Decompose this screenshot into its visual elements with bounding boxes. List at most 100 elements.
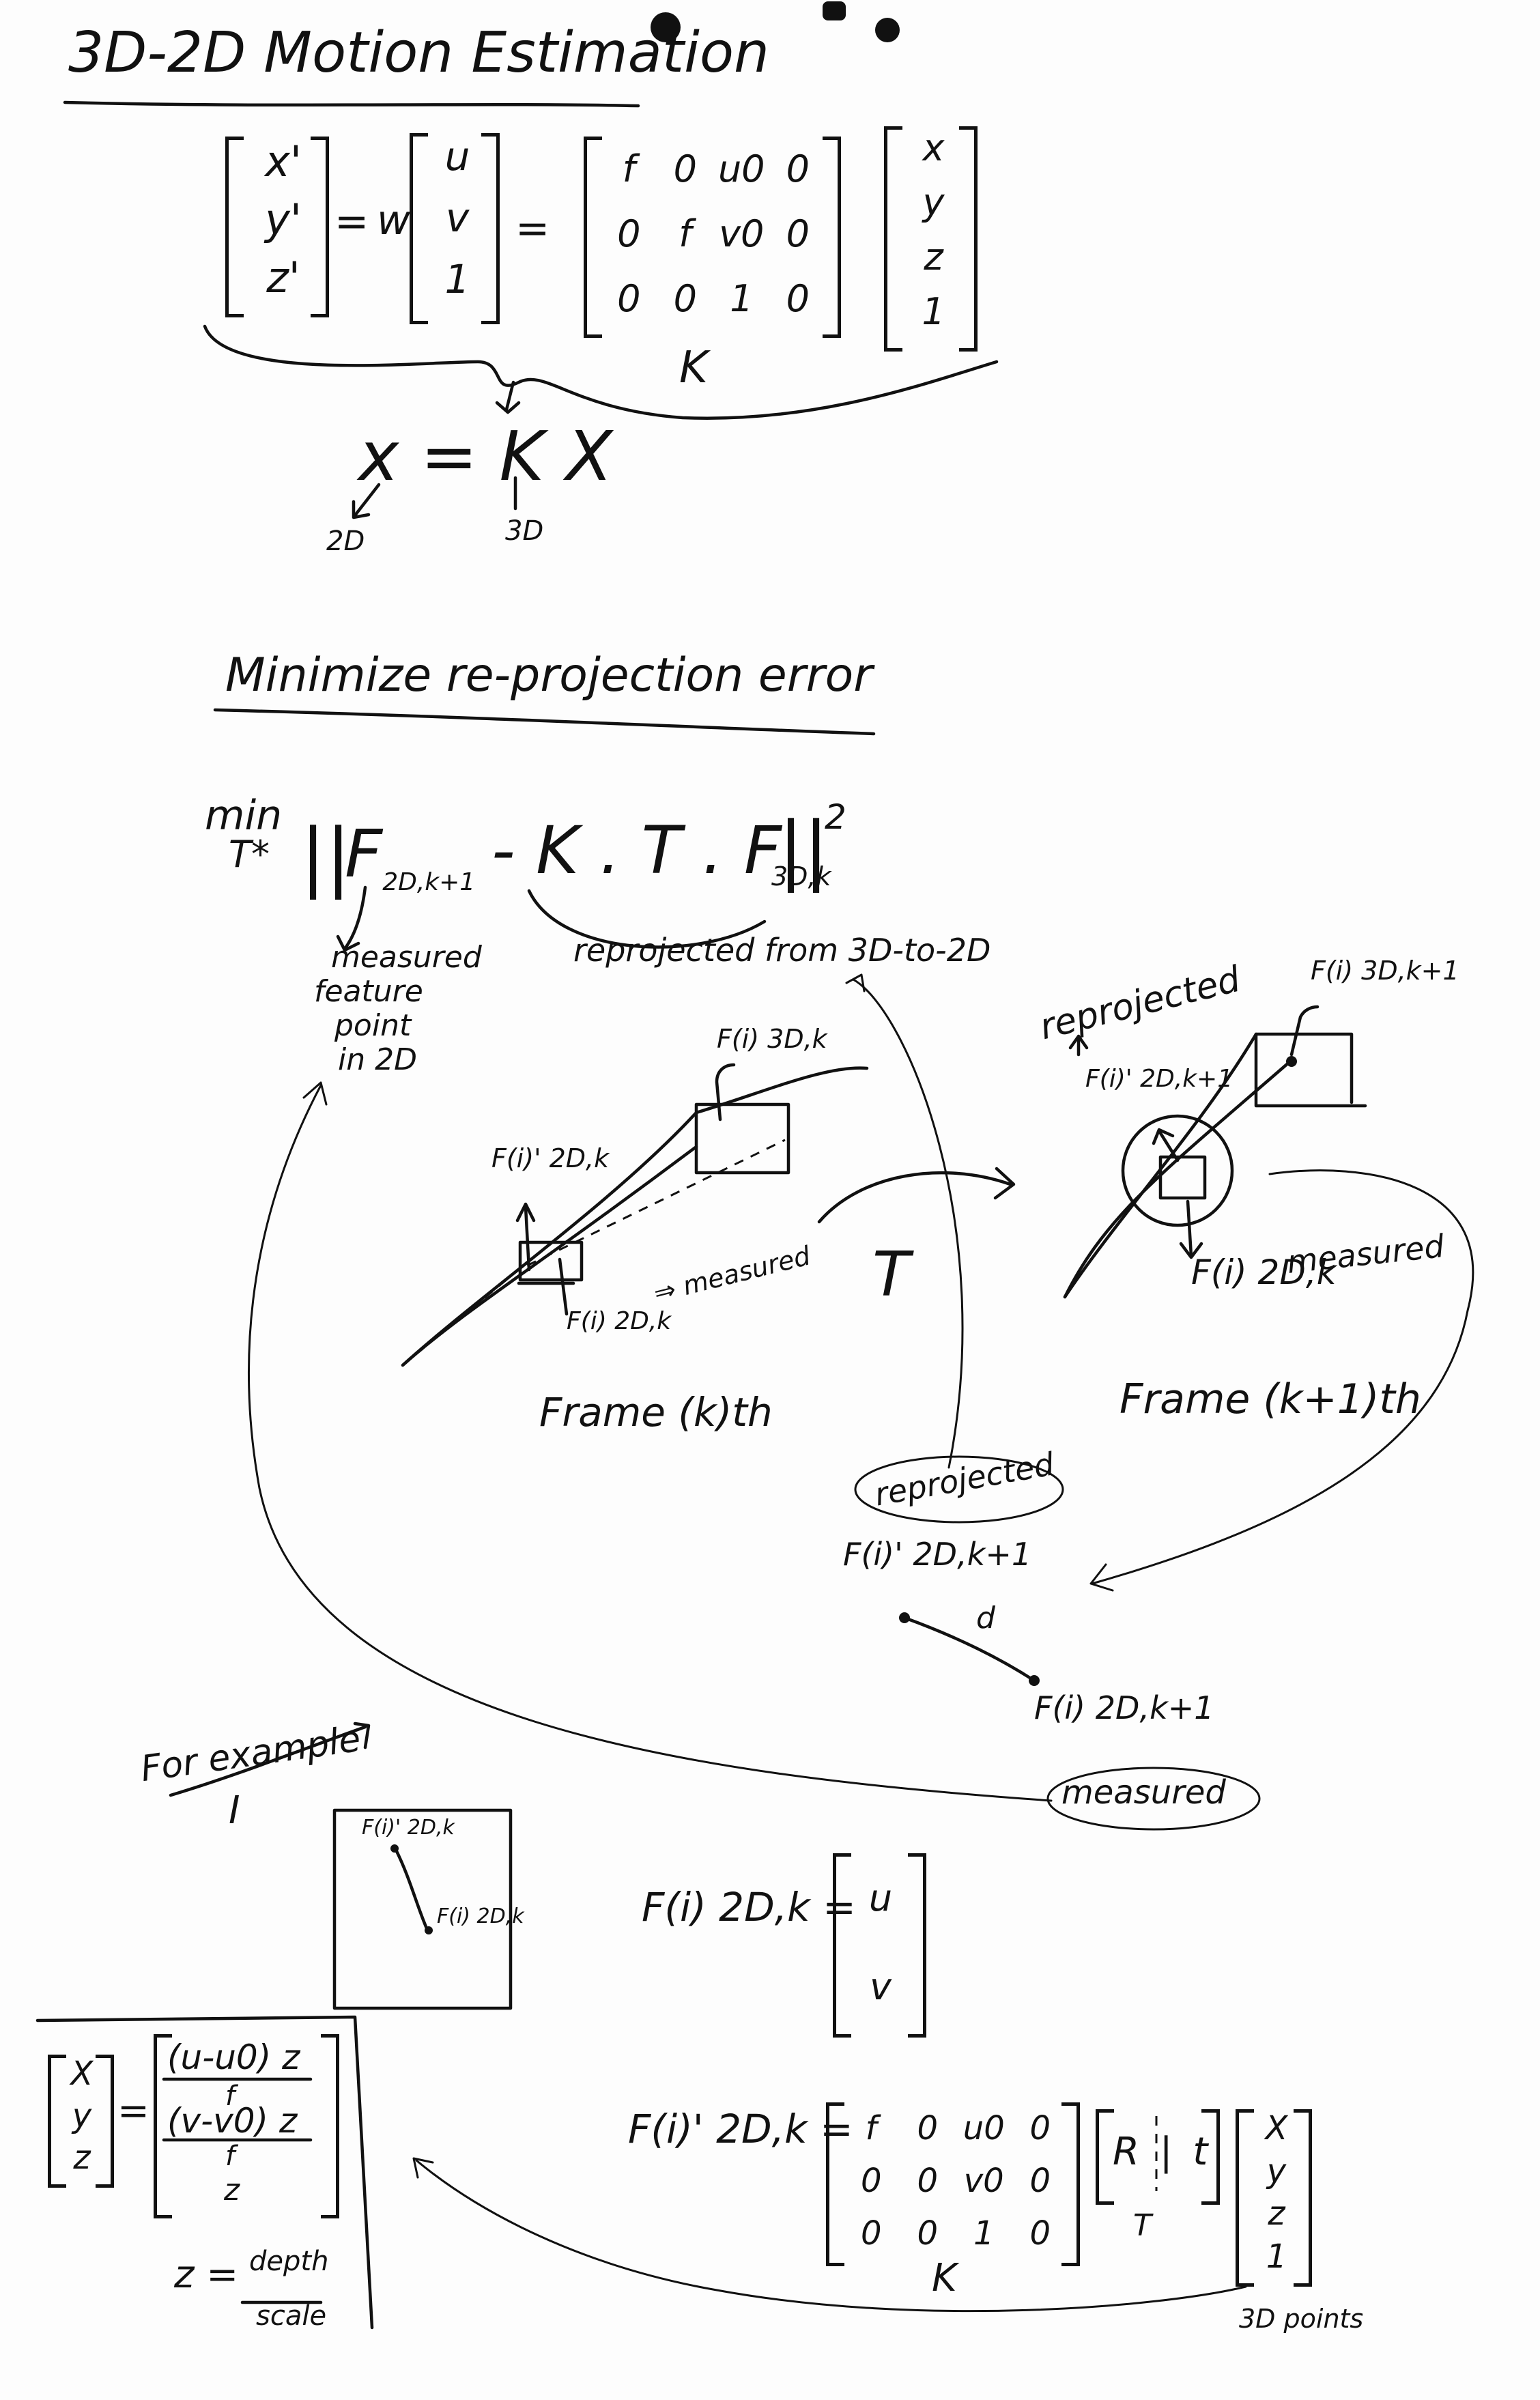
note-line: in 2D — [338, 1042, 417, 1077]
vector-entry: z — [1268, 2195, 1285, 2233]
points-label: 3D points — [1239, 2304, 1364, 2334]
f3d-label: F(i) 3D,k — [717, 1024, 827, 1054]
f2d-measured-label: F(i) 2D,k — [1191, 1253, 1337, 1292]
label-2d: 2D — [326, 526, 365, 557]
equals-sign: = — [334, 198, 369, 246]
note-line: feature — [314, 974, 423, 1009]
measured-note: measured feature point in 2D — [314, 940, 482, 1077]
row1-denominator: f — [225, 2081, 236, 2112]
vector-entry: z — [924, 235, 943, 278]
vector-entry: x — [922, 126, 945, 169]
vector-entry: z' — [266, 253, 300, 302]
f2d-measured-label: F(i) 2D,k — [567, 1307, 672, 1335]
image-label: I — [229, 1788, 240, 1833]
k-label: K — [679, 343, 708, 393]
intrinsic-matrix: f 0 u0 0 0 0 v0 0 0 0 1 0 — [843, 2102, 1068, 2259]
vector-entry: u — [868, 1876, 893, 1919]
matrix-cell: 0 — [673, 277, 697, 320]
intrinsic-matrix: f 0 u0 0 0 f v0 0 0 0 1 0 — [601, 137, 826, 331]
scale-w: w — [377, 197, 411, 244]
bracket-right — [908, 1853, 926, 2038]
f3d-label: F(i) 3D,k+1 — [1311, 956, 1459, 986]
label-3d: 3D — [505, 515, 544, 547]
bracket-left — [1236, 2109, 1254, 2287]
f2d-prime-label: F(i)' 2D,k+1 — [1085, 1065, 1234, 1093]
point-label: F(i)' 2D,k — [362, 1816, 455, 1840]
matrix-cell: 0 — [860, 2214, 882, 2253]
vector-entry: u — [444, 133, 470, 180]
matrix-cell: 0 — [860, 2161, 882, 2200]
vector-entry: y — [72, 2096, 92, 2135]
reproj-lhs: F(i)' 2D,k = — [628, 2106, 853, 2152]
matrix-cell: 0 — [1029, 2214, 1051, 2253]
bracket-right — [823, 137, 841, 338]
xyz-vector: x y z 1 — [901, 126, 966, 345]
depth-note-num: depth — [249, 2246, 329, 2277]
vector-entry: v — [870, 1965, 892, 2008]
matrix-cell: f — [679, 212, 692, 255]
subscript: 3D,k — [771, 861, 831, 891]
section-title: Minimize re-projection error — [225, 648, 873, 702]
vector-entry: 1 — [1266, 2237, 1287, 2276]
row2-denominator: f — [225, 2141, 236, 2172]
subscript: 2D,k+1 — [382, 868, 476, 897]
argmin-variable: T* — [229, 833, 270, 876]
matrix-cell: 0 — [917, 2161, 939, 2200]
bracket-right — [959, 126, 978, 352]
norm-open: || — [300, 812, 352, 900]
t-label: T — [1133, 2208, 1152, 2243]
bracket-left — [1096, 2109, 1114, 2205]
matrix-cell: 0 — [1029, 2161, 1051, 2200]
matrix-cell: v0 — [719, 212, 765, 255]
min-operator: min — [205, 792, 283, 840]
distance-label: d — [976, 1601, 995, 1635]
objective-mid: - K . T . F — [491, 812, 782, 889]
vector-entry: y' — [265, 195, 302, 244]
uv-lhs: F(i) 2D,k = — [642, 1884, 856, 1930]
depth-note-den: scale — [256, 2300, 327, 2332]
depth-note-lhs: z = — [174, 2253, 239, 2297]
equals-sign: = — [117, 2089, 149, 2133]
row1-numerator: (u-u0) z — [167, 2038, 300, 2077]
bracket-right — [1294, 2109, 1312, 2287]
matrix-cell: 0 — [617, 277, 641, 320]
matrix-cell: 0 — [786, 277, 810, 320]
transform-label: T — [872, 1239, 910, 1311]
f2d-prime-label: F(i)' 2D,k — [491, 1143, 610, 1173]
matrix-cell: v0 — [963, 2161, 1004, 2200]
backproj-lhs: X y z — [61, 2055, 102, 2181]
bracket-right — [1201, 2109, 1220, 2205]
note-line: measured — [331, 940, 482, 975]
uv-vector: u v 1 — [427, 133, 488, 317]
matrix-cell: 0 — [673, 147, 697, 190]
bracket-left — [833, 1853, 851, 2038]
row2-numerator: (v-v0) z — [167, 2101, 298, 2141]
vector-entry: X — [1265, 2109, 1288, 2147]
equals-sign: = — [515, 205, 550, 253]
matrix-cell: f — [622, 147, 636, 190]
k-label: K — [932, 2256, 957, 2300]
bracket-right — [481, 133, 500, 324]
vector-entry: y — [1266, 2152, 1287, 2190]
symbol-f: F — [345, 816, 383, 892]
reprojected-note: reprojected from 3D-to-2D — [573, 932, 991, 969]
bracket-right — [96, 2055, 114, 2188]
matrix-cell: 0 — [917, 2109, 939, 2148]
square-exponent: 2 — [825, 797, 846, 837]
vector-entry: z — [73, 2139, 91, 2177]
rotation-translation: R | t — [1113, 2130, 1212, 2174]
bracket-left — [884, 126, 902, 352]
bracket-right — [1061, 2102, 1080, 2266]
matrix-cell: 0 — [786, 147, 810, 190]
vector-entry: x' — [265, 137, 302, 186]
matrix-cell: 0 — [917, 2214, 939, 2253]
bracket-left — [410, 133, 428, 324]
norm-close: || — [778, 805, 829, 893]
matrix-cell: 0 — [786, 212, 810, 255]
matrix-cell: u0 — [962, 2109, 1005, 2148]
point-label: F(i) 2D,k — [437, 1904, 524, 1928]
frame-k1-label: Frame (k+1)th — [1120, 1375, 1421, 1423]
bracket-left — [826, 2102, 844, 2266]
